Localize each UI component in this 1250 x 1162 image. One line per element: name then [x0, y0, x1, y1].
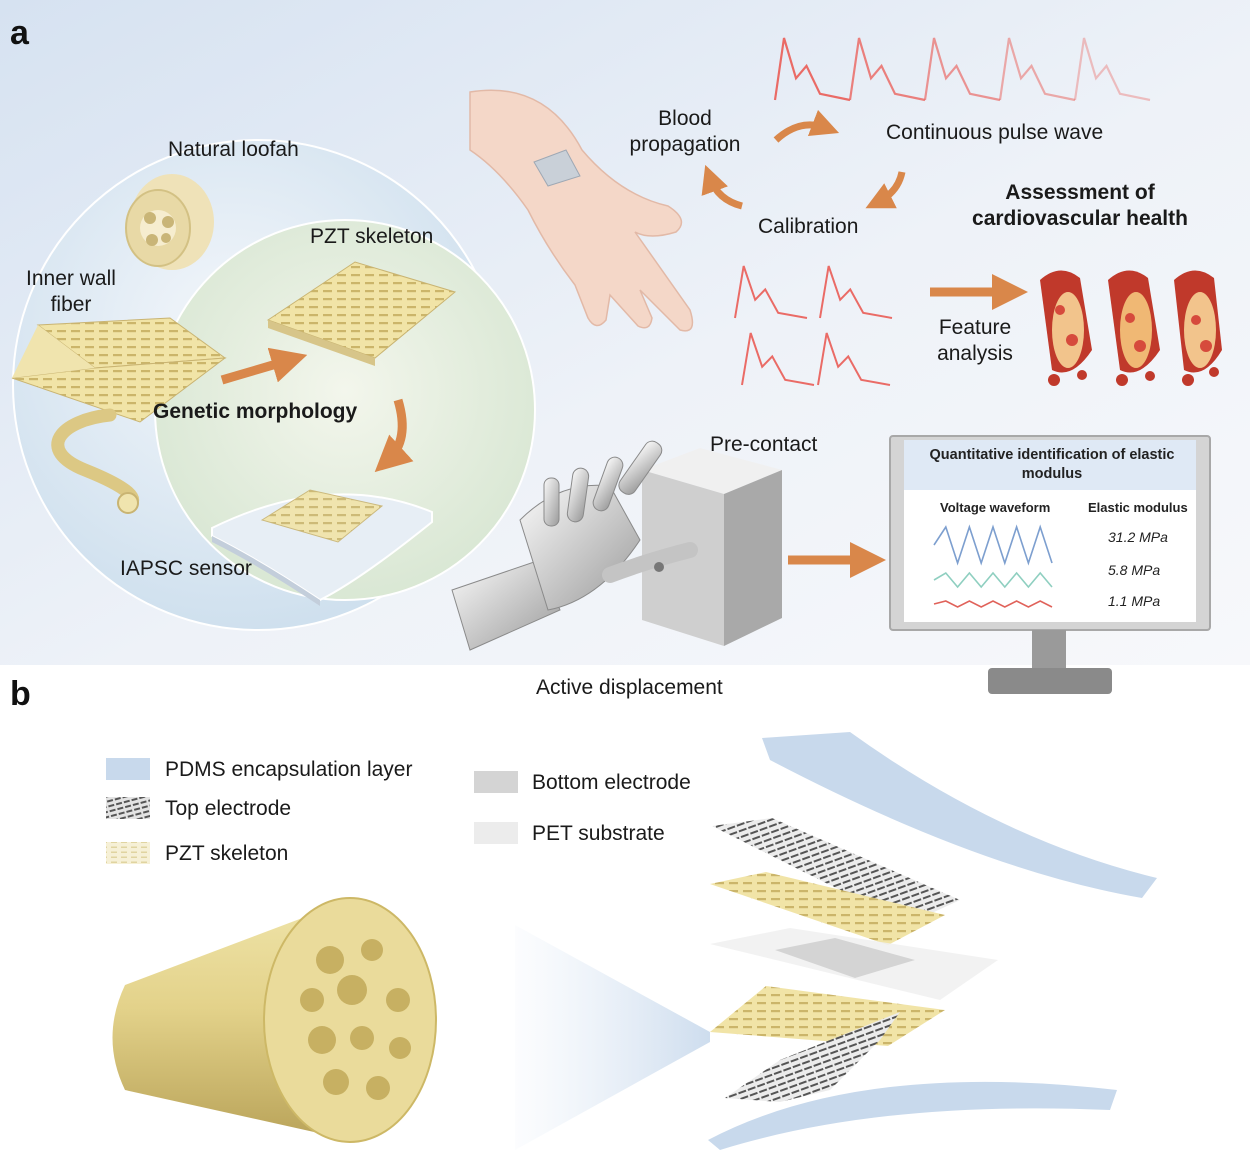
fiber-cylinder-illustration — [112, 897, 437, 1143]
calibrated-pulse-wave — [734, 265, 808, 319]
top-pdms-layer — [762, 732, 1157, 898]
calibrated-pulse-wave — [819, 265, 893, 319]
legend-swatch-top-electrode — [106, 797, 150, 819]
label-calibration: Calibration — [758, 215, 859, 238]
legend-label-top-electrode: Top electrode — [165, 797, 292, 820]
label-natural-loofah: Natural loofah — [168, 138, 299, 161]
legend-label-bottom-electrode: Bottom electrode — [532, 771, 691, 794]
label-genetic-morphology: Genetic morphology — [153, 400, 358, 423]
modulus-value-1: 31.2 MPa — [1108, 529, 1168, 545]
calibrated-pulse-wave — [817, 332, 891, 386]
label-inner-wall-fiber: Inner wall fiber — [26, 267, 116, 317]
monitor-col-modulus: Elastic modulus — [1088, 500, 1188, 515]
monitor-title: Quantitative identification of elastic m… — [929, 447, 1175, 482]
iapsc-sensor-illustration — [211, 489, 433, 606]
arrow-to-pzt — [220, 347, 308, 385]
label-pzt-skeleton: PZT skeleton — [310, 225, 434, 248]
label-continuous-pulse-wave: Continuous pulse wave — [886, 121, 1104, 144]
arrow-to-calibration — [865, 171, 906, 209]
legend-swatch-pet — [474, 822, 518, 844]
panel-label-b: b — [10, 675, 31, 713]
loofah-illustration — [125, 174, 214, 270]
exploded-layer-stack — [708, 732, 1157, 1150]
modulus-value-2: 5.8 MPa — [1108, 562, 1161, 578]
panel-label-a: a — [10, 14, 29, 52]
monitor-illustration — [889, 435, 1211, 694]
robotic-hand-illustration — [451, 440, 698, 651]
bottom-electrode-layer — [775, 938, 915, 978]
voltage-waveforms — [933, 524, 1053, 608]
label-iapsc-sensor: IAPSC sensor — [120, 557, 252, 580]
legend-swatch-bottom-electrode — [474, 771, 518, 793]
calibrated-pulse-wave — [741, 332, 815, 386]
voltage-waveform-2 — [933, 571, 1053, 589]
test-box-illustration — [642, 448, 782, 646]
pulse-wave-segment — [848, 37, 926, 102]
label-blood-propagation: Blood propagation — [629, 107, 741, 157]
inner-wall-fiber-mat — [11, 317, 227, 514]
blood-vessels-illustration — [1040, 270, 1222, 386]
label-assessment: Assessment of cardiovascular health — [972, 181, 1188, 231]
forearm-illustration — [469, 89, 694, 332]
pulse-wave-segment — [1073, 37, 1151, 102]
pzt-layer-lower — [710, 986, 945, 1046]
continuous-pulse-wave — [773, 37, 1151, 102]
voltage-waveform-1 — [933, 524, 1053, 566]
calibrated-pulse-waves — [734, 265, 893, 386]
voltage-waveform-3 — [933, 600, 1053, 608]
bottom-electrode-mesh — [725, 1012, 900, 1102]
pulse-wave-segment — [773, 37, 851, 102]
monitor-col-waveform: Voltage waveform — [940, 500, 1051, 515]
legend-label-pzt: PZT skeleton — [165, 842, 289, 865]
pulse-wave-segment — [998, 37, 1076, 102]
arrow-to-blood — [701, 164, 743, 210]
arrow-to-pulse — [773, 109, 840, 143]
bottom-pdms-layer — [708, 1081, 1117, 1150]
pulse-wave-segment — [923, 37, 1001, 102]
arrow-to-sensor — [374, 398, 414, 473]
label-feature-analysis: Feature analysis — [937, 316, 1013, 366]
pzt-layer-upper — [710, 872, 945, 945]
legend-label-pet: PET substrate — [532, 822, 665, 845]
legend-label-pdms: PDMS encapsulation layer — [165, 758, 413, 781]
top-electrode-layer — [712, 818, 960, 924]
pzt-skeleton-illustration — [266, 261, 457, 366]
label-active-displacement: Active displacement — [536, 676, 723, 699]
legend-swatch-pdms — [106, 758, 150, 780]
modulus-value-3: 1.1 MPa — [1108, 593, 1161, 609]
label-pre-contact: Pre-contact — [710, 433, 818, 456]
legend-swatch-pzt — [106, 842, 150, 864]
zoom-beam — [515, 925, 710, 1150]
